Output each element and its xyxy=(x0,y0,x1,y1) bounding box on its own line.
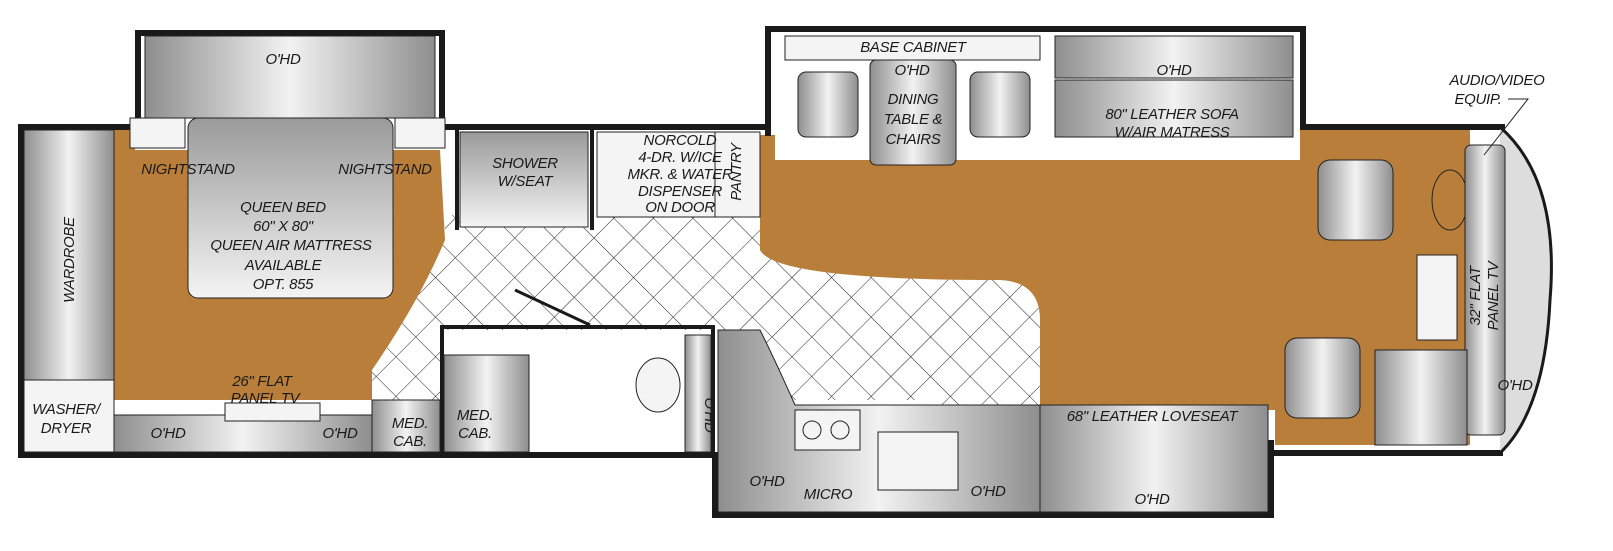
pantry xyxy=(714,131,761,218)
med-cab-1 xyxy=(371,399,441,453)
toilet xyxy=(635,357,681,413)
passenger-seat xyxy=(1284,337,1361,419)
bedroom-overhead xyxy=(144,35,436,119)
nightstand-left xyxy=(129,117,186,149)
base-cabinet xyxy=(784,35,1041,61)
label-sofa-ohd: O'HD xyxy=(1157,62,1192,79)
label-loveseat: 68" LEATHER LOVESEAT xyxy=(1067,408,1240,425)
queen-bed xyxy=(187,117,394,299)
tile-floor xyxy=(372,215,1040,455)
label-shower: W/SEAT xyxy=(498,173,555,190)
label-bed: AVAILABLE xyxy=(244,257,323,274)
label-tv-32: PANEL TV xyxy=(1485,259,1502,330)
label-fridge: 4-DR. W/ICE xyxy=(638,149,723,166)
label-wardrobe: WARDROBE xyxy=(61,216,78,303)
label-med-cab: CAB. xyxy=(393,433,427,450)
label-fridge: ON DOOR xyxy=(645,199,715,216)
washer-dryer xyxy=(23,379,115,453)
label-ohd: O'HD xyxy=(151,425,186,442)
nightstand-right xyxy=(394,117,446,149)
label-pantry: PANTRY xyxy=(728,142,745,201)
label-med-cab: MED. xyxy=(457,407,493,424)
dining-table xyxy=(869,59,957,166)
sink xyxy=(877,431,959,491)
label-shower: SHOWER xyxy=(492,155,558,172)
bath-overhead xyxy=(684,334,712,453)
label-nightstand-left: NIGHTSTAND xyxy=(141,161,235,178)
exterior-walls xyxy=(18,26,1553,518)
label-loveseat-ohd: O'HD xyxy=(1135,491,1170,508)
label-tv-32: 32" FLAT xyxy=(1467,264,1484,325)
label-dining: DINING xyxy=(888,91,939,108)
label-bed: OPT. 855 xyxy=(253,276,314,293)
dash-console xyxy=(1464,144,1506,436)
stove xyxy=(794,409,861,451)
label-bed: 60" X 80" xyxy=(253,218,314,235)
wardrobe xyxy=(23,129,115,381)
label-sofa: 80" LEATHER SOFA xyxy=(1105,106,1239,123)
label-kitchen-ohd: O'HD xyxy=(750,473,785,490)
label-dining-ohd: O'HD xyxy=(895,62,930,79)
label-fridge: NORCOLD xyxy=(644,132,717,149)
label-washer: DRYER xyxy=(41,420,92,437)
label-bath-ohd: O'HD xyxy=(701,398,718,433)
burner-icon xyxy=(802,420,822,440)
label-ohd: O'HD xyxy=(323,425,358,442)
refrigerator xyxy=(596,131,716,218)
label-med-cab: MED. xyxy=(392,415,428,432)
label-med-cab: CAB. xyxy=(458,425,492,442)
label-dining: TABLE & xyxy=(884,111,943,128)
burner-icon xyxy=(830,420,850,440)
bath-door xyxy=(514,288,591,327)
label-fridge: MKR. & WATER xyxy=(627,166,732,183)
av-pointer xyxy=(1483,98,1530,156)
label-front-ohd: O'HD xyxy=(1498,377,1533,394)
sofa-overhead xyxy=(1054,35,1294,79)
tv-26 xyxy=(224,402,321,422)
label-bed: QUEEN AIR MATTRESS xyxy=(210,237,372,254)
label-tv-26: 26" FLAT xyxy=(231,373,293,390)
dining-chair-left xyxy=(797,71,859,138)
label-bedroom-ohd: O'HD xyxy=(266,51,301,68)
label-sofa: W/AIR MATRESS xyxy=(1115,124,1230,141)
dining-chair-right xyxy=(969,71,1031,138)
label-fridge: DISPENSER xyxy=(638,183,722,200)
front-overhead xyxy=(1374,349,1468,446)
label-av-equip: EQUIP. xyxy=(1454,91,1501,108)
label-micro: MICRO xyxy=(804,486,853,503)
label-nightstand-right: NIGHTSTAND xyxy=(338,161,432,178)
label-kitchen-ohd: O'HD xyxy=(971,483,1006,500)
label-washer: WASHER/ xyxy=(32,401,102,418)
label-dining: CHAIRS xyxy=(886,131,941,148)
med-cab-2 xyxy=(443,354,530,453)
dash-tv-cabinet xyxy=(1416,254,1458,341)
label-tv-26: PANEL TV xyxy=(231,390,302,407)
loveseat xyxy=(1039,404,1269,513)
label-av-equip: AUDIO/VIDEO xyxy=(1448,72,1545,89)
driver-seat xyxy=(1317,159,1394,241)
shower xyxy=(459,131,589,228)
label-bed: QUEEN BED xyxy=(240,199,326,216)
label-base-cabinet: BASE CABINET xyxy=(860,39,968,56)
leather-sofa xyxy=(1054,79,1294,138)
